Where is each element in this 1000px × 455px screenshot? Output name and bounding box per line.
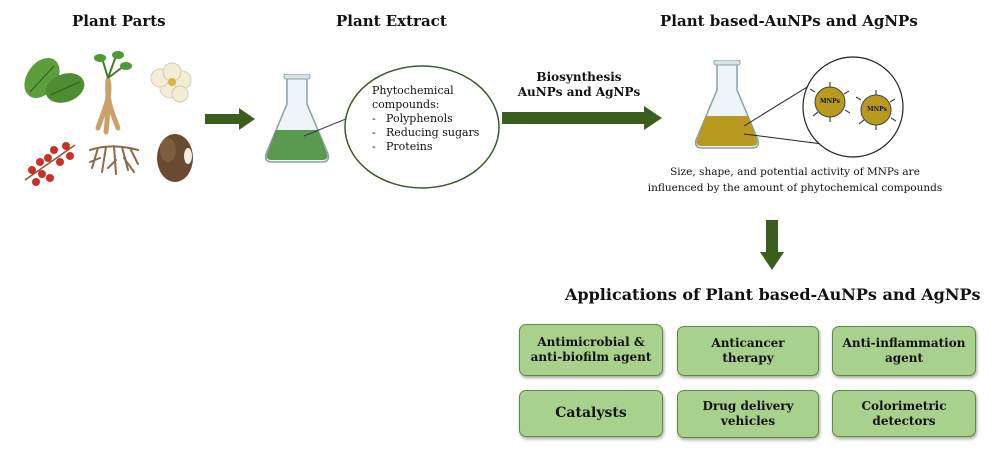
arrow-to-extract bbox=[205, 108, 255, 130]
mnp-note-line1: Size, shape, and potential activity of M… bbox=[670, 166, 920, 178]
app-anti-inflammation: Anti-inflammation agent bbox=[832, 326, 976, 376]
phytochemical-list: Polyphenols Reducing sugars Proteins bbox=[372, 112, 492, 154]
root-icon bbox=[94, 51, 132, 135]
list-item: Proteins bbox=[372, 140, 492, 154]
app-catalysts: Catalysts bbox=[519, 390, 663, 437]
app-drug-delivery: Drug delivery vehicles bbox=[677, 390, 819, 438]
roots-icon bbox=[89, 145, 139, 175]
biosynthesis-line1: Biosynthesis bbox=[536, 70, 622, 84]
biosynthesis-label: Biosynthesis AuNPs and AgNPs bbox=[517, 70, 641, 100]
plant-extract-title: Plant Extract bbox=[336, 12, 447, 30]
plant-parts-illustration bbox=[24, 51, 193, 186]
app-anticancer: Anticancer therapy bbox=[677, 326, 819, 376]
plant-parts-title: Plant Parts bbox=[72, 12, 166, 30]
mnp-note: Size, shape, and potential activity of M… bbox=[640, 164, 950, 196]
leaves-icon bbox=[24, 58, 85, 103]
plant-based-title: Plant based-AuNPs and AgNPs bbox=[660, 12, 918, 30]
nanoparticle-label-2: MNPs bbox=[867, 106, 888, 113]
arrow-to-nanoparticles bbox=[502, 106, 662, 130]
list-item: Reducing sugars bbox=[372, 126, 492, 140]
phytochemical-heading: Phytochemical compounds: bbox=[372, 84, 454, 111]
nanoparticle-label-1: MNPs bbox=[820, 98, 841, 105]
seed-icon bbox=[157, 134, 193, 182]
biosynthesis-line2: AuNPs and AgNPs bbox=[517, 85, 641, 99]
applications-title: Applications of Plant based-AuNPs and Ag… bbox=[565, 285, 981, 304]
extract-bubble-text: Phytochemical compounds: Polyphenols Red… bbox=[372, 84, 492, 154]
nanoparticle-zoom-circle bbox=[802, 56, 904, 158]
flower-icon bbox=[150, 62, 192, 103]
berries-icon bbox=[24, 142, 76, 186]
app-antimicrobial: Antimicrobial & anti-biofilm agent bbox=[519, 324, 663, 376]
arrow-down-to-applications bbox=[760, 220, 784, 270]
nanoparticle-1-icon bbox=[809, 82, 851, 122]
nanoparticle-flask-icon bbox=[694, 60, 760, 149]
list-item: Polyphenols bbox=[372, 112, 492, 126]
extract-flask-icon bbox=[264, 74, 330, 163]
nanoparticle-2-icon bbox=[855, 90, 897, 130]
app-colorimetric: Colorimetric detectors bbox=[832, 390, 976, 437]
mnp-note-line2: influenced by the amount of phytochemica… bbox=[647, 182, 943, 194]
